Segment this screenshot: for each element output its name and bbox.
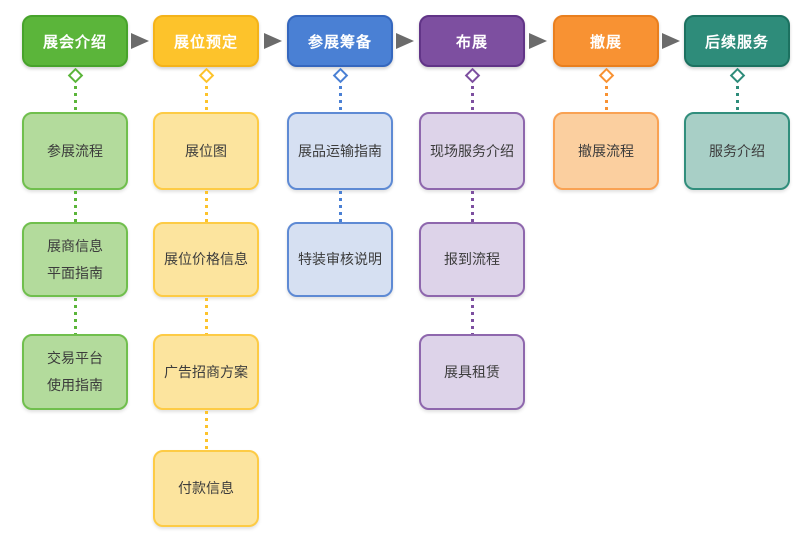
stage-exhibition-intro[interactable]: 展会介绍 bbox=[22, 15, 128, 67]
item-custom-booth-review[interactable]: 特装审核说明 bbox=[287, 222, 393, 297]
item-label: 交易平台 使用指南 bbox=[47, 350, 103, 393]
item-label: 展具租赁 bbox=[444, 363, 500, 380]
column-exhibition-preparation: 参展筹备 展品运输指南 特装审核说明 bbox=[287, 0, 393, 552]
diamond-connector-icon bbox=[198, 67, 214, 84]
diamond-connector-icon bbox=[67, 67, 83, 84]
item-booth-price-info[interactable]: 展位价格信息 bbox=[153, 222, 259, 297]
column-follow-up-service: 后续服务 服务介绍 bbox=[684, 0, 790, 552]
stage-label: 后续服务 bbox=[704, 33, 769, 51]
item-exhibition-process[interactable]: 参展流程 bbox=[22, 112, 128, 190]
item-exhibit-shipping-guide[interactable]: 展品运输指南 bbox=[287, 112, 393, 190]
dotted-connector bbox=[73, 298, 77, 334]
stage-exhibition-preparation[interactable]: 参展筹备 bbox=[287, 15, 393, 67]
item-trading-platform-guide[interactable]: 交易平台 使用指南 bbox=[22, 334, 128, 410]
next-stage-arrow-icon bbox=[264, 33, 282, 49]
item-onsite-service-intro[interactable]: 现场服务介绍 bbox=[419, 112, 525, 190]
column-dismantling: 撤展 撤展流程 bbox=[553, 0, 659, 552]
dotted-connector bbox=[204, 411, 208, 450]
next-stage-arrow-icon bbox=[662, 33, 680, 49]
column-booth-booking: 展位预定 展位图 展位价格信息 广告招商方案 付款信息 bbox=[153, 0, 259, 552]
dotted-connector bbox=[604, 86, 608, 112]
dotted-connector bbox=[204, 86, 208, 112]
stage-label: 展位预定 bbox=[173, 33, 238, 51]
stage-label: 撤展 bbox=[589, 33, 622, 51]
column-exhibition-intro: 展会介绍 参展流程 展商信息 平面指南 交易平台 使用指南 bbox=[22, 0, 128, 552]
item-label: 报到流程 bbox=[444, 251, 500, 268]
item-label: 现场服务介绍 bbox=[430, 142, 514, 159]
item-label: 展位图 bbox=[185, 142, 227, 159]
next-stage-arrow-icon bbox=[396, 33, 414, 49]
dotted-connector bbox=[338, 191, 342, 222]
item-booth-map[interactable]: 展位图 bbox=[153, 112, 259, 190]
dotted-connector bbox=[204, 298, 208, 334]
item-payment-info[interactable]: 付款信息 bbox=[153, 450, 259, 527]
item-label: 展位价格信息 bbox=[164, 251, 248, 268]
next-stage-arrow-icon bbox=[131, 33, 149, 49]
dotted-connector bbox=[73, 86, 77, 112]
stage-follow-up-service[interactable]: 后续服务 bbox=[684, 15, 790, 67]
diamond-connector-icon bbox=[598, 67, 614, 84]
item-label: 付款信息 bbox=[178, 480, 234, 497]
item-equipment-rental[interactable]: 展具租赁 bbox=[419, 334, 525, 410]
diamond-connector-icon bbox=[464, 67, 480, 84]
item-ad-investment-plan[interactable]: 广告招商方案 bbox=[153, 334, 259, 410]
diamond-connector-icon bbox=[729, 67, 745, 84]
next-stage-arrow-icon bbox=[529, 33, 547, 49]
item-service-intro[interactable]: 服务介绍 bbox=[684, 112, 790, 190]
dotted-connector bbox=[470, 191, 474, 222]
dotted-connector bbox=[735, 86, 739, 112]
dotted-connector bbox=[338, 86, 342, 112]
item-label: 展商信息 平面指南 bbox=[47, 237, 103, 281]
item-label: 撤展流程 bbox=[578, 142, 634, 159]
stage-booth-booking[interactable]: 展位预定 bbox=[153, 15, 259, 67]
diamond-connector-icon bbox=[332, 67, 348, 84]
stage-label: 参展筹备 bbox=[307, 33, 372, 51]
item-checkin-process[interactable]: 报到流程 bbox=[419, 222, 525, 297]
dotted-connector bbox=[73, 191, 77, 222]
item-dismantling-process[interactable]: 撤展流程 bbox=[553, 112, 659, 190]
stage-build-up[interactable]: 布展 bbox=[419, 15, 525, 67]
item-label: 广告招商方案 bbox=[164, 363, 248, 380]
dotted-connector bbox=[470, 86, 474, 112]
dotted-connector bbox=[204, 191, 208, 222]
item-label: 特装审核说明 bbox=[298, 251, 382, 268]
stage-label: 布展 bbox=[455, 33, 488, 51]
item-exhibitor-info-floor-guide[interactable]: 展商信息 平面指南 bbox=[22, 222, 128, 297]
item-label: 展品运输指南 bbox=[298, 142, 382, 159]
item-label: 服务介绍 bbox=[709, 142, 765, 159]
dotted-connector bbox=[470, 298, 474, 334]
stage-dismantling[interactable]: 撤展 bbox=[553, 15, 659, 67]
column-build-up: 布展 现场服务介绍 报到流程 展具租赁 bbox=[419, 0, 525, 552]
item-label: 参展流程 bbox=[47, 142, 103, 159]
stage-label: 展会介绍 bbox=[42, 33, 107, 51]
